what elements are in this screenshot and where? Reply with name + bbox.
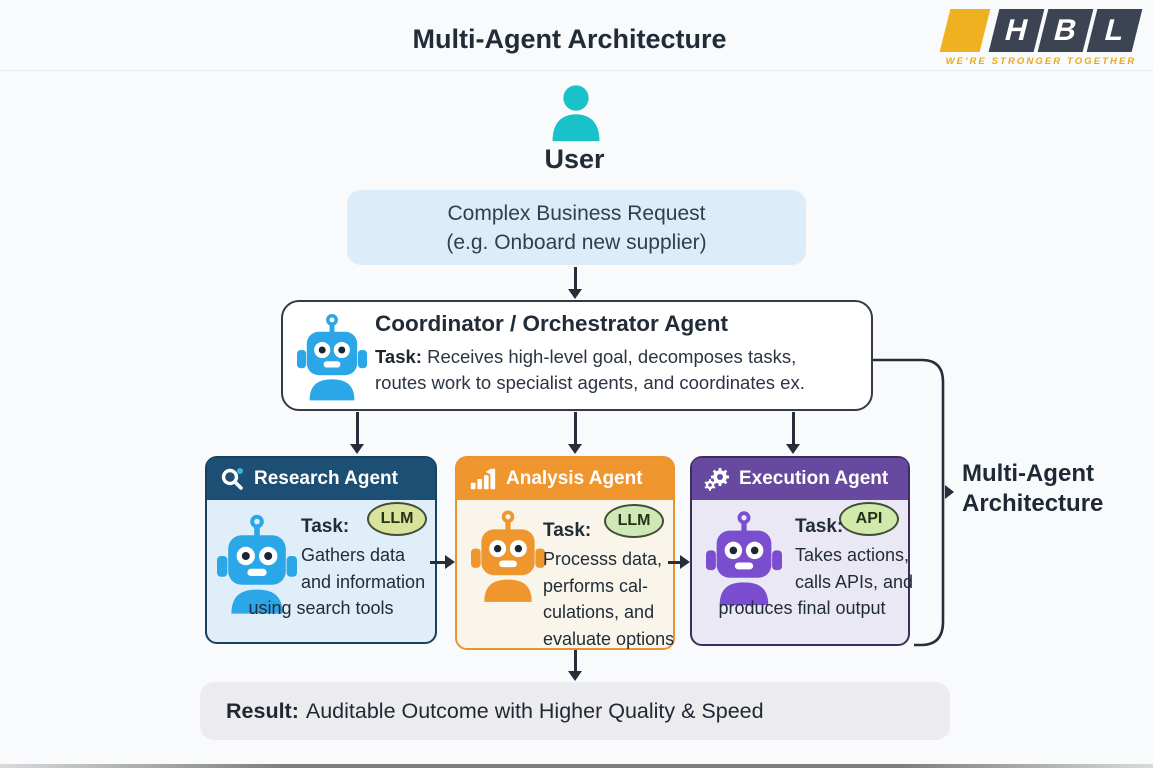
execution-agent-name: Execution Agent xyxy=(739,468,889,489)
analysis-header: Analysis Agent xyxy=(457,458,673,500)
research-header: Research Agent xyxy=(207,458,435,500)
analysis-task-line: Processs data, xyxy=(543,549,663,569)
analysis-task-line: evaluate options xyxy=(543,628,675,649)
user-label: User xyxy=(544,144,605,174)
analysis-task: Task: Processs data, performs cal- culat… xyxy=(543,520,674,652)
analysis-task-line: performs cal- xyxy=(543,575,649,596)
multi-agent-bracket xyxy=(873,358,954,647)
gears-icon xyxy=(704,466,730,492)
result-text: Auditable Outcome with Higher Quality & … xyxy=(305,698,764,723)
research-task: Task: Gathers data and information using… xyxy=(248,516,427,622)
user-icon xyxy=(552,85,600,142)
robot-icon xyxy=(297,312,367,402)
coordinator-text: Coordinator / Orchestrator Agent Task: R… xyxy=(375,311,861,396)
coordinator-box: Coordinator / Orchestrator Agent Task: R… xyxy=(281,300,873,411)
robot-icon xyxy=(471,510,545,602)
page-title: Multi-Agent Architecture xyxy=(412,24,727,54)
execution-task-line: produces final output xyxy=(718,598,886,618)
magnifier-icon xyxy=(219,466,245,492)
header-divider xyxy=(0,70,1153,71)
coordinator-title: Coordinator / Orchestrator Agent xyxy=(375,311,728,336)
result-box: Result: Auditable Outcome with Higher Qu… xyxy=(200,682,950,740)
arrow-request-to-coordinator xyxy=(568,267,582,299)
bar-chart-icon xyxy=(469,466,497,492)
logo-letter-h-text: H xyxy=(1001,13,1032,47)
coordinator-task-label: Task: xyxy=(375,346,422,367)
logo-tagline: WE'RE STRONGER TOGETHER xyxy=(945,56,1137,67)
arrow-coordinator-to-analysis xyxy=(568,412,582,454)
side-label-line1: Multi-Agent xyxy=(962,460,1094,487)
request-line1: Complex Business Request xyxy=(447,202,706,225)
request-line2: (e.g. Onboard new supplier) xyxy=(446,231,707,254)
logo-letter-b-text: B xyxy=(1050,13,1081,47)
arrow-coordinator-to-research xyxy=(350,412,364,454)
logo-letter-b: B xyxy=(1037,9,1094,52)
analysis-llm-badge: LLM xyxy=(604,504,664,538)
hbl-logo-blocks: H B L xyxy=(939,9,1143,52)
logo-letter-l-text: L xyxy=(1101,13,1128,47)
execution-task-line: calls APIs, and xyxy=(795,571,914,592)
analysis-agent-name: Analysis Agent xyxy=(506,468,643,489)
agent-card-analysis: Analysis Agent LLM Task: Processs data, … xyxy=(455,456,675,650)
research-task-line: using search tools xyxy=(248,598,394,618)
research-llm-badge: LLM xyxy=(367,502,427,536)
coordinator-task-line1: Task: Receives high-level goal, decompos… xyxy=(375,344,861,370)
side-label: Multi-Agent Architecture xyxy=(962,459,1103,519)
execution-task-label: Task: xyxy=(795,516,844,537)
arrow-analysis-to-result xyxy=(568,650,582,681)
arrow-research-to-analysis xyxy=(430,555,455,569)
execution-task: Task: Takes actions, calls APIs, and pro… xyxy=(718,516,914,622)
execution-header: Execution Agent xyxy=(692,458,908,500)
analysis-task-line: culations, and xyxy=(543,602,655,622)
arrow-analysis-to-execution xyxy=(668,555,690,569)
research-task-line: Gathers data xyxy=(301,545,406,565)
robot-icon xyxy=(706,510,782,606)
hbl-logo: H B L WE'RE STRONGER TOGETHER xyxy=(939,9,1143,67)
photo-bottom-edge xyxy=(0,764,1153,768)
analysis-task-label: Task: xyxy=(543,520,592,541)
research-task-line: and information xyxy=(301,571,426,592)
logo-yellow-block xyxy=(939,9,991,52)
agent-card-research: Research Agent LLM Task: Gathers data an… xyxy=(205,456,437,644)
side-label-line2: Architecture xyxy=(962,490,1104,517)
execution-api-badge: API xyxy=(839,502,899,536)
execution-task-line: Takes actions, xyxy=(795,545,910,565)
logo-letter-l: L xyxy=(1086,9,1143,52)
arrow-coordinator-to-execution xyxy=(786,412,800,454)
research-agent-name: Research Agent xyxy=(254,468,398,489)
coordinator-task-line1-text: Receives high-level goal, decomposes tas… xyxy=(427,346,797,367)
coordinator-task-line2: routes work to specialist agents, and co… xyxy=(375,372,805,393)
logo-letter-h: H xyxy=(988,9,1045,52)
agent-card-execution: Execution Agent API Task: Takes actions,… xyxy=(690,456,914,646)
robot-icon xyxy=(217,514,297,614)
request-box: Complex Business Request (e.g. Onboard n… xyxy=(347,190,806,265)
result-label: Result: xyxy=(226,698,299,723)
research-task-label: Task: xyxy=(301,516,350,537)
